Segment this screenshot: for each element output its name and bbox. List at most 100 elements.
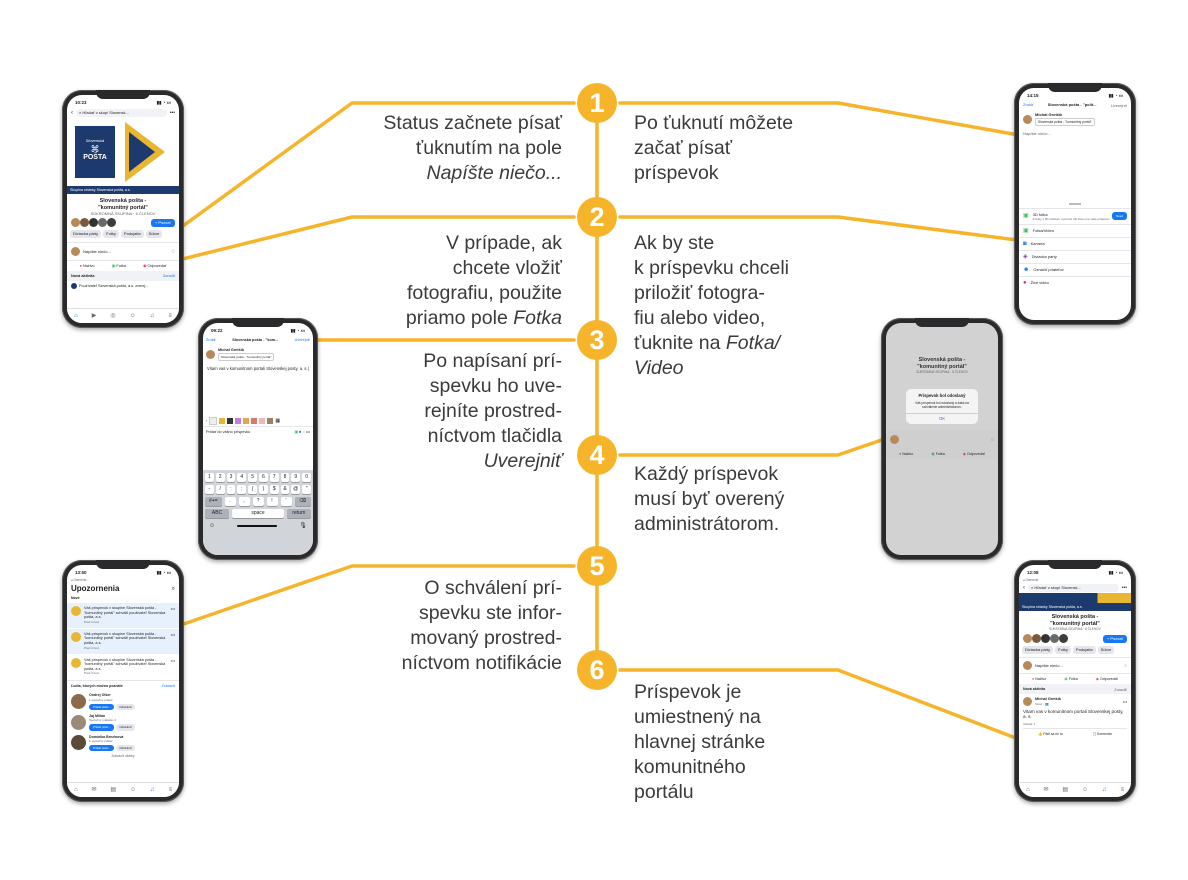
more-icon[interactable]: ••• [306, 430, 310, 434]
grid-icon[interactable]: ▦ [275, 418, 281, 424]
home-icon[interactable]: ⌂ [74, 313, 78, 319]
key[interactable]: 4 [237, 473, 247, 482]
chip-events[interactable]: Podujatia [120, 230, 144, 238]
chip-watch-party[interactable]: Diviacka párty [1022, 646, 1054, 654]
feeling-icon[interactable]: ☺ [302, 430, 306, 434]
sort-link[interactable]: Zoradiť [162, 274, 175, 278]
answer-button[interactable]: ◉ Odpovedať [962, 452, 985, 456]
groups-icon[interactable]: ◎ [110, 313, 116, 319]
invite-button[interactable]: + Pozvať [1102, 634, 1127, 643]
tag-icon[interactable]: ☻ [298, 430, 303, 434]
key[interactable]: ? [252, 497, 264, 506]
watch-icon[interactable]: ▶ [91, 313, 97, 319]
chip-photos[interactable]: Fotky [1055, 646, 1071, 654]
microphone-icon[interactable]: 🎙 [299, 523, 307, 529]
bg-swatch[interactable] [251, 418, 258, 424]
member-avatar[interactable] [1023, 634, 1032, 643]
remove-button[interactable]: Odstrániť [116, 744, 135, 752]
key[interactable]: - [205, 485, 214, 494]
key[interactable]: 3 [226, 473, 236, 482]
key[interactable]: : [226, 485, 236, 494]
profile-icon[interactable]: ☺ [1082, 787, 1089, 793]
more-icon[interactable]: ••• [1122, 698, 1127, 704]
notification-item[interactable]: Váš príspevok v skupine Slovenská pošta … [67, 654, 179, 681]
remove-button[interactable]: Odstrániť [116, 703, 135, 710]
notification-item[interactable]: Váš príspevok v skupine Slovenská pošta … [67, 628, 179, 655]
option-camera[interactable]: ◙Kamera [1019, 237, 1131, 250]
notifications-icon[interactable]: ♫ [149, 313, 155, 319]
key[interactable]: ' [280, 497, 292, 506]
key[interactable]: $ [269, 485, 279, 494]
search-input[interactable]: ⌕ Hľadať v skupi Slovensk... [76, 109, 167, 117]
photo-button[interactable]: ▣ Fotka [931, 452, 945, 456]
more-icon[interactable]: ••• [169, 110, 175, 116]
chip-photos[interactable]: Fotky [103, 230, 119, 238]
notifications-icon[interactable]: ♫ [1102, 787, 1107, 793]
member-avatar[interactable] [98, 218, 107, 227]
key[interactable]: . [224, 497, 236, 506]
option-photo-video[interactable]: ▣Fotka/Video [1019, 224, 1131, 237]
option-watch-party[interactable]: ◈Diviacka párty [1019, 250, 1131, 263]
key[interactable]: ! [266, 497, 278, 506]
invite-button[interactable]: + Pozvať [150, 218, 175, 227]
add-to-post-label[interactable]: Pridať do vášho príspevku [206, 430, 251, 434]
privacy-selector[interactable]: Slovenská pošta - "komunitný portál" [1035, 118, 1095, 126]
menu-icon[interactable]: ≡ [168, 787, 172, 793]
post-text-field[interactable]: Vitam vas v komunitnom portali Slovenske… [207, 366, 309, 371]
see-link[interactable]: Zobraziť [161, 684, 175, 689]
bg-swatch[interactable] [227, 418, 234, 424]
member-avatar[interactable] [71, 218, 80, 227]
chip-events[interactable]: Podujatia [1072, 646, 1096, 654]
add-friend-button[interactable]: Pridať priat... [89, 703, 115, 710]
key[interactable]: 1 [205, 473, 214, 482]
dialog-ok-button[interactable]: OK [906, 413, 978, 424]
photo-icon[interactable]: ◌ [171, 248, 175, 255]
photo-icon[interactable]: ▣ [294, 430, 299, 434]
key[interactable]: 0 [302, 473, 311, 482]
symbols-key[interactable]: #+= [205, 497, 222, 506]
like-button[interactable]: 👍 Páči sa mi to [1038, 731, 1063, 736]
option-3d-photo[interactable]: ▣ 3D fotka Z fotky s 3D efektom vytvorít… [1019, 207, 1131, 225]
member-avatar[interactable] [1041, 634, 1050, 643]
profile-icon[interactable]: ☺ [129, 313, 136, 319]
cancel-button[interactable]: Zrušiť [1023, 102, 1034, 107]
key[interactable]: 2 [215, 473, 225, 482]
member-avatar[interactable] [1059, 634, 1068, 643]
menu-icon[interactable]: ≡ [168, 313, 172, 319]
photo-icon[interactable]: ◌ [1124, 662, 1127, 669]
profile-icon[interactable]: ☺ [130, 787, 137, 793]
add-friend-button[interactable]: Pridať priat... [89, 744, 115, 752]
key[interactable]: 9 [291, 473, 301, 482]
back-icon[interactable]: ‹ [1023, 585, 1025, 591]
cancel-button[interactable]: Zrušiť [206, 338, 216, 342]
menu-icon[interactable]: ≡ [1120, 787, 1124, 793]
live-button[interactable]: ● Naživo [79, 264, 95, 268]
post-button[interactable]: Uverejniť [294, 338, 310, 342]
photo-button[interactable]: ▣ Fotka [1064, 677, 1078, 681]
home-icon[interactable]: ⌂ [73, 787, 78, 793]
comment-button[interactable]: ▢ Komentár [1092, 731, 1112, 736]
add-friend-button[interactable]: Pridať priat... [89, 724, 115, 731]
back-link[interactable]: ◂ Overenie [1023, 578, 1039, 582]
key[interactable]: " [302, 485, 311, 494]
person-avatar[interactable] [71, 694, 86, 710]
option-live-video[interactable]: ●Živé video [1019, 276, 1131, 289]
key[interactable]: 7 [269, 473, 279, 482]
more-icon[interactable]: ••• [170, 631, 175, 637]
bg-swatch[interactable] [219, 418, 226, 424]
privacy-selector[interactable]: Slovenská pošta - "komunitný portál" [218, 353, 275, 361]
chip-watch-party[interactable]: Diviacka párty [70, 230, 102, 238]
post-text-field[interactable]: Napíšte niečo... [1023, 131, 1051, 136]
key[interactable]: 5 [248, 473, 257, 482]
messages-icon[interactable]: ✉ [91, 787, 97, 793]
key[interactable]: 6 [259, 473, 268, 482]
see-all-link[interactable]: Zobraziť všetky [111, 754, 135, 759]
marketplace-icon[interactable]: ▤ [110, 787, 117, 793]
bg-swatch[interactable] [259, 418, 266, 424]
answer-button[interactable]: ◉ Odpovedať [143, 264, 167, 268]
answer-button[interactable]: ◉ Odpovedať [1095, 677, 1118, 681]
home-icon[interactable]: ⌂ [1025, 787, 1030, 793]
key[interactable]: @ [291, 485, 301, 494]
back-link[interactable]: ◂ Overenie... [71, 578, 90, 582]
search-icon[interactable]: ⌕ [171, 585, 175, 592]
